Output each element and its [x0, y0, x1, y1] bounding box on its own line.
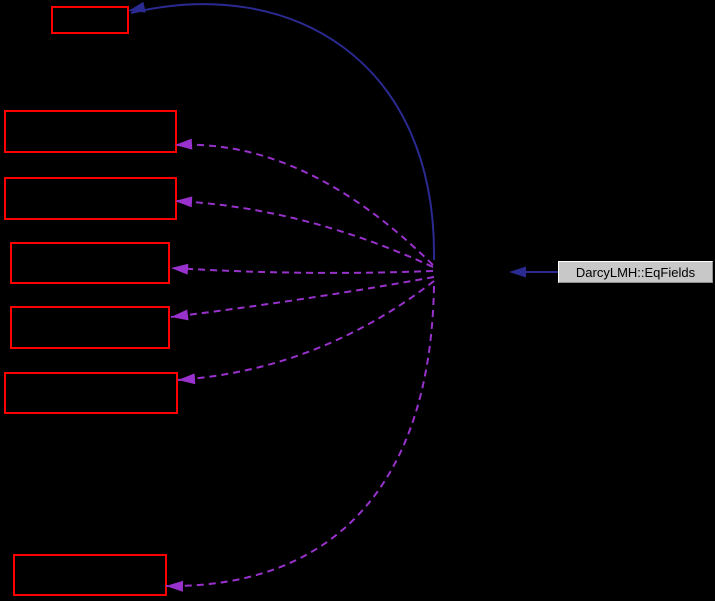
inheritance-edge — [130, 3, 436, 261]
usage-arrowhead — [175, 138, 193, 150]
usage-arrowhead — [171, 263, 189, 275]
usage-edge — [170, 276, 435, 318]
usage-edge — [177, 280, 435, 381]
usage-arrowhead — [178, 373, 196, 385]
member-node-1[interactable] — [4, 110, 177, 153]
main-class-node: DarcyLMH::EqFields — [558, 261, 713, 283]
usage-arrowhead — [175, 196, 193, 208]
base-class-node[interactable] — [51, 6, 129, 34]
usage-arrowhead — [166, 580, 184, 592]
usage-edge — [165, 285, 435, 588]
usage-edge — [176, 200, 434, 268]
usage-edge — [172, 267, 434, 274]
usage-edge — [176, 143, 434, 266]
member-node-2[interactable] — [4, 177, 177, 220]
member-node-3[interactable] — [10, 242, 170, 284]
member-node-6[interactable] — [13, 554, 167, 596]
member-node-4[interactable] — [10, 306, 170, 349]
inheritance-arrowhead — [128, 1, 146, 13]
member-node-5[interactable] — [4, 372, 178, 414]
usage-arrowhead — [171, 309, 189, 321]
inheritance-arrowhead — [509, 266, 526, 278]
